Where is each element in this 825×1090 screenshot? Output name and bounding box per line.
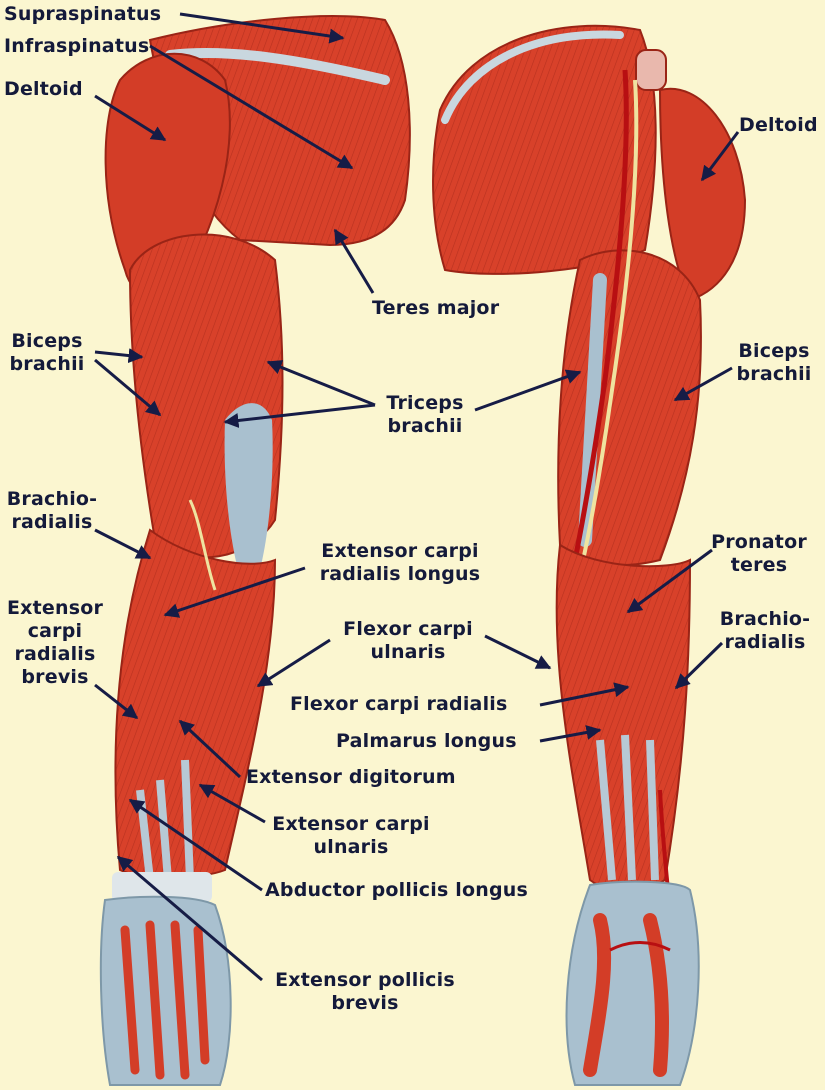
left-forearm: [114, 528, 277, 879]
leader-brachioradialis-right: [674, 641, 724, 690]
posterior-arm-model: [99, 15, 411, 1086]
label-deltoid-right: Deltoid: [739, 114, 818, 136]
label-ecr-brevis: Extensor carpi radialis brevis: [6, 597, 104, 688]
right-brachial-artery: [572, 69, 629, 561]
leader-teres-major: [333, 228, 375, 294]
label-extensor-carpi-ulnaris: Extensor carpi ulnaris: [272, 813, 430, 858]
right-humerus-stub: [635, 49, 667, 91]
leader-pronator-teres: [626, 548, 713, 614]
label-brachioradialis-right: Brachio- radialis: [719, 608, 811, 653]
leader-deltoid-left: [94, 94, 167, 142]
right-median-nerve: [580, 79, 639, 566]
label-extensor-pollicis-brevis: Extensor pollicis brevis: [275, 969, 455, 1014]
label-deltoid-left: Deltoid: [4, 78, 83, 100]
label-ecr-longus: Extensor carpi radialis longus: [319, 540, 481, 585]
left-wrist-retinaculum: [112, 872, 212, 902]
right-scapula: [432, 24, 657, 275]
leader-ecr-longus: [163, 566, 306, 618]
left-hand-muscles: [120, 920, 210, 1080]
leader-supraspinatus: [179, 12, 345, 44]
leader-fcu-right: [484, 634, 552, 670]
leader-apl: [128, 798, 263, 892]
leader-lines: [94, 12, 740, 982]
leader-brachioradialis-left: [94, 528, 152, 560]
leader-deltoid-right: [700, 131, 740, 182]
left-arm-nerve: [188, 499, 217, 591]
label-triceps: Triceps brachii: [386, 392, 464, 437]
leader-triceps-1: [266, 360, 376, 407]
leader-extensor-digitorum: [178, 719, 242, 779]
anterior-arm-model: [432, 24, 747, 1086]
label-flexor-carpi-radialis: Flexor carpi radialis: [290, 693, 508, 715]
label-pronator-teres: Pronator teres: [711, 531, 807, 576]
label-supraspinatus: Supraspinatus: [4, 3, 162, 25]
label-infraspinatus: Infraspinatus: [4, 35, 150, 57]
label-teres-major: Teres major: [372, 297, 500, 319]
label-abductor-pollicis-longus: Abductor pollicis longus: [265, 879, 529, 901]
leader-triceps-2: [223, 403, 376, 428]
label-brachioradialis-left: Brachio- radialis: [6, 488, 98, 533]
label-biceps-right: Biceps brachii: [736, 340, 812, 385]
label-palmarus-longus: Palmarus longus: [336, 730, 517, 752]
leader-palmarus: [539, 725, 602, 743]
left-triceps-tendon: [224, 403, 273, 600]
leader-ecu: [198, 783, 266, 824]
right-deltoid-shape: [658, 87, 747, 302]
leader-fcr: [539, 682, 630, 707]
leader-triceps-3: [474, 369, 582, 412]
left-hand: [99, 895, 232, 1086]
label-extensor-digitorum: Extensor digitorum: [246, 766, 456, 788]
leader-biceps-left-2: [94, 358, 162, 417]
left-scapula-spine: [165, 47, 390, 85]
right-scapula-edge: [441, 30, 624, 124]
right-hand-muscles: [583, 913, 669, 1077]
leader-fcu-left: [256, 638, 331, 688]
label-flexor-carpi-ulnaris: Flexor carpi ulnaris: [343, 618, 473, 663]
right-forearm: [555, 543, 692, 893]
right-forearm-tendons: [596, 734, 659, 881]
leader-epb: [116, 855, 263, 982]
label-biceps-left: Biceps brachii: [9, 330, 85, 375]
leader-infraspinatus: [149, 44, 354, 170]
leader-ecr-brevis: [94, 683, 139, 720]
right-palmar-arch: [609, 941, 671, 952]
right-radial-artery: [658, 789, 670, 891]
leader-biceps-right: [673, 366, 733, 402]
leader-biceps-left-1: [94, 348, 144, 364]
